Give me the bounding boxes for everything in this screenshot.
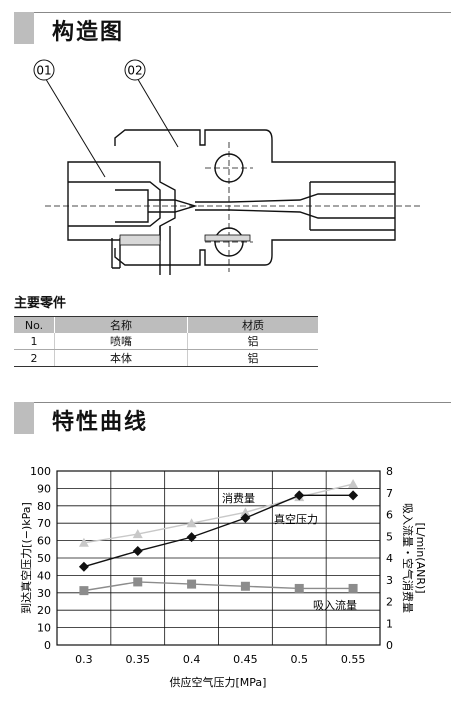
y-axis-label-right-1: 吸入流量・空气消费量: [401, 503, 415, 613]
section-header-characteristics: 特性曲线: [0, 402, 451, 435]
y-tick-label-left: 100: [30, 465, 51, 478]
point-square: [240, 581, 250, 591]
structure-diagram: 01 02: [33, 59, 420, 275]
point-triangle: [186, 518, 197, 528]
x-tick-label: 0.3: [75, 653, 93, 666]
y-tick-label-right: 1: [386, 617, 393, 630]
point-triangle: [132, 529, 143, 539]
section-title-characteristics: 特性曲线: [52, 410, 149, 435]
parts-table: No. 名称 材质 1 喷嘴 铝 2 本体 铝: [14, 316, 318, 367]
y-tick-label-right: 2: [386, 596, 393, 609]
point-square: [79, 586, 89, 596]
cell-name: 本体: [54, 349, 188, 367]
y-tick-label-left: 60: [37, 535, 51, 548]
y-axis-label-left: 到达真空压力[(−)kPa]: [19, 502, 33, 614]
series-line-square: [83, 581, 354, 592]
y-tick-label-left: 70: [37, 517, 51, 530]
point-square: [348, 583, 358, 593]
table-row: 2 本体 铝: [14, 349, 318, 367]
section-title-structure: 构造图: [52, 20, 125, 45]
cell-no: 1: [14, 333, 55, 350]
point-triangle: [240, 507, 251, 517]
body-outline: [114, 129, 396, 266]
cell-material: 铝: [187, 333, 318, 350]
callout-01: 01: [36, 64, 51, 78]
x-tick-label: 0.4: [183, 653, 201, 666]
x-axis-label: 供应空气压力[MPa]: [170, 675, 267, 689]
point-square: [294, 583, 304, 593]
characteristic-chart: 0 10 20 30 40 50 60 70 80 90 100 0 1 2 3 4 5 6 7 8 0.3 0.35…: [19, 465, 427, 689]
section-rule: [34, 402, 451, 403]
point-triangle: [348, 479, 359, 489]
col-header-name: 名称: [54, 316, 188, 333]
point-diamond: [348, 490, 359, 501]
y-tick-label-left: 90: [37, 482, 51, 495]
parts-header-row: No. 名称 材质: [14, 316, 318, 333]
y-tick-label-right: 3: [386, 574, 393, 587]
point-triangle: [78, 537, 89, 547]
section-header-structure: 构造图: [0, 12, 451, 45]
callout-02: 02: [127, 64, 142, 78]
series-label-suction: 吸入流量: [313, 598, 357, 612]
section-marker: [14, 402, 34, 434]
y-tick-label-left: 50: [37, 552, 51, 565]
table-row: 1 喷嘴 铝: [14, 333, 318, 350]
nozzle-outline: [67, 161, 176, 241]
col-header-material: 材质: [187, 316, 318, 333]
series-label-consumption: 消费量: [222, 491, 255, 505]
cell-no: 2: [14, 349, 55, 367]
point-diamond: [78, 561, 89, 572]
y-tick-label-right: 6: [386, 509, 393, 522]
x-tick-label: 0.45: [233, 653, 258, 666]
parts-title: 主要零件: [14, 296, 67, 311]
y-tick-label-right: 8: [386, 465, 393, 478]
x-tick-label: 0.5: [291, 653, 309, 666]
y-tick-label-left: 10: [37, 622, 51, 635]
section-rule: [34, 12, 451, 13]
col-header-no: No.: [14, 316, 55, 333]
y-tick-label-right: 5: [386, 530, 393, 543]
section-marker: [14, 12, 34, 44]
y-tick-label-left: 20: [37, 604, 51, 617]
y-tick-label-left: 40: [37, 569, 51, 582]
point-diamond: [240, 512, 251, 523]
point-square: [187, 579, 197, 589]
y-tick-label-left: 30: [37, 587, 51, 600]
x-tick-label: 0.35: [126, 653, 151, 666]
y-tick-label-right: 0: [386, 639, 393, 652]
point-diamond: [294, 490, 305, 501]
point-square: [133, 577, 143, 587]
series-label-vacuum: 真空压力: [274, 512, 318, 526]
point-diamond: [132, 546, 143, 557]
y-tick-label-right: 4: [386, 552, 393, 565]
y-tick-label-left: 80: [37, 500, 51, 513]
x-tick-label: 0.55: [341, 653, 366, 666]
y-axis-label-right-2: [L/min(ANR)]: [414, 522, 427, 593]
y-tick-label-left: 0: [44, 639, 51, 652]
series-line-diamond: [83, 494, 354, 568]
cell-name: 喷嘴: [54, 333, 188, 350]
y-tick-label-right: 7: [386, 487, 393, 500]
cell-material: 铝: [187, 349, 318, 367]
point-diamond: [186, 532, 197, 543]
